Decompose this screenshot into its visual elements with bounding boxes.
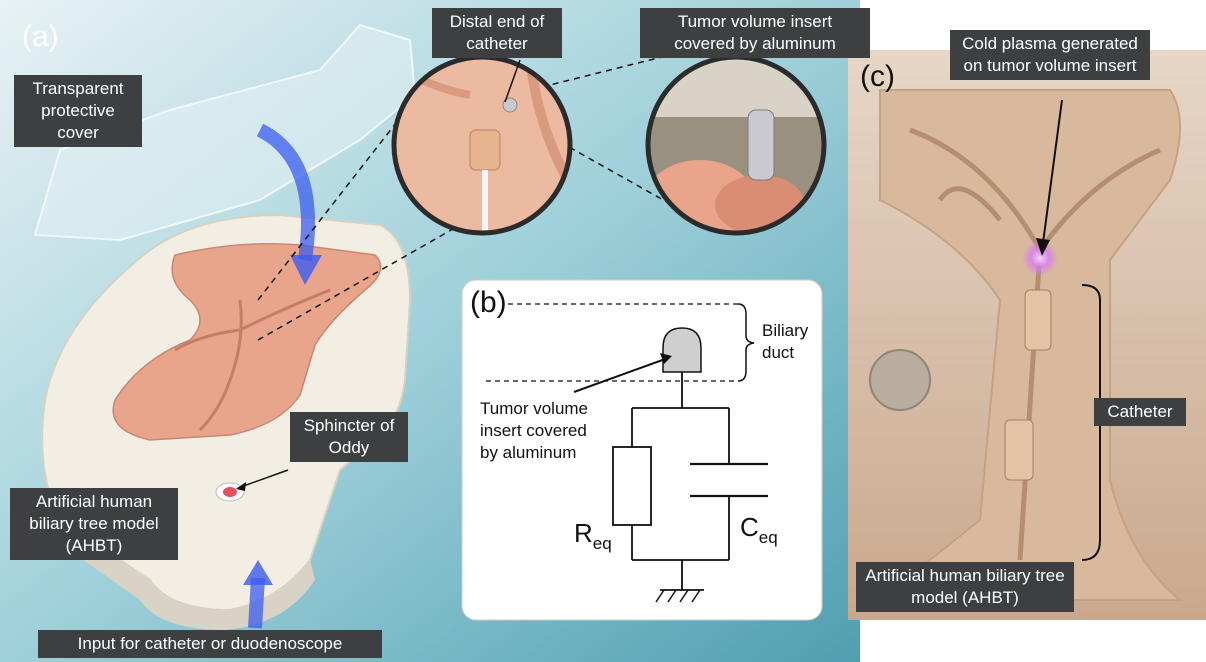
resistor-req: [613, 447, 651, 525]
sphincter-of-oddy: [223, 487, 237, 497]
biliary-duct-label: Biliary duct: [762, 320, 822, 364]
catheter-segment-2: [1005, 420, 1033, 480]
ahbt-left-label: Artificial human biliary tree model (AHB…: [10, 488, 178, 560]
input-arrow: [255, 578, 258, 628]
panel-c-letter: (c): [860, 60, 895, 94]
cover-label: Transparent protective cover: [14, 75, 142, 147]
panel-a-letter: (a): [22, 20, 59, 54]
catheter-label: Catheter: [1094, 398, 1186, 426]
catheter-segment-1: [1025, 290, 1051, 350]
cold-plasma-label: Cold plasma generated on tumor volume in…: [950, 30, 1150, 80]
input-label: Input for catheter or duodenoscope: [38, 630, 382, 658]
insert-note-label: Tumor volume insert covered by aluminum: [480, 398, 605, 464]
tumor-insert-label: Tumor volume insert covered by aluminum: [640, 8, 870, 58]
ahbt-right-label: Artificial human biliary tree model (AHB…: [856, 562, 1074, 612]
tumor-electrode: [663, 328, 701, 372]
sphincter-label: Sphincter of Oddy: [290, 412, 408, 462]
panel-b-letter: (b): [470, 286, 507, 320]
distal-end-label: Distal end of catheter: [432, 8, 562, 58]
panel-c-port: [870, 350, 930, 410]
